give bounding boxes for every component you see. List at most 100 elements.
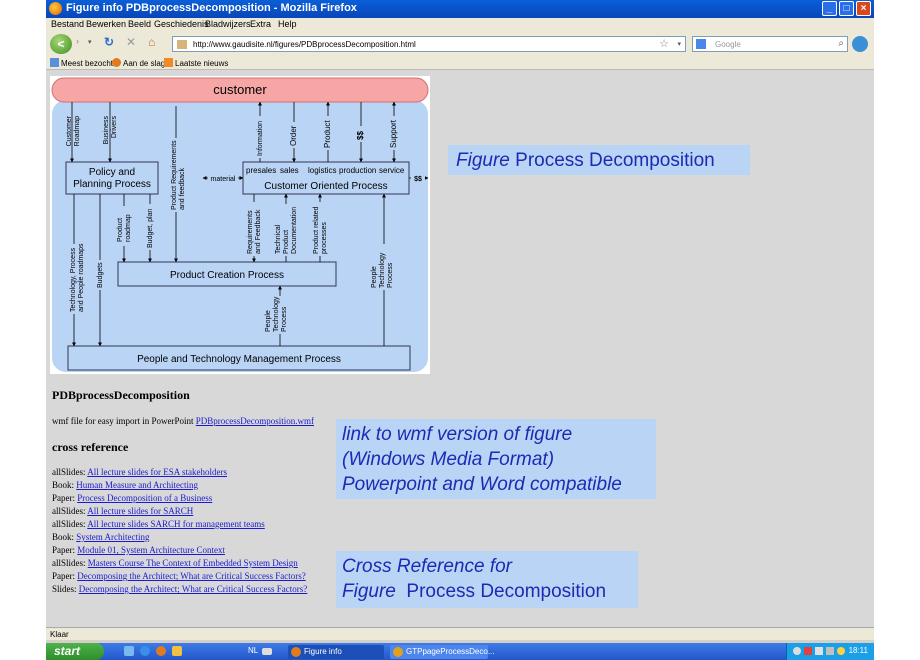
document-icon [393, 647, 403, 657]
label-ptp-right-2: Technology [379, 252, 386, 288]
figure-title-annotation: Figure Process Decomposition [448, 145, 750, 175]
label-budgets: Budgets [97, 262, 104, 288]
xref-note-2: Figure Process Decomposition [342, 581, 607, 602]
navigation-toolbar: < › ▾ ↻ ✕ ⌂ http://www.gaudisite.nl/figu… [46, 32, 874, 56]
menu-bewerken[interactable]: Bewerken [86, 19, 127, 29]
bookmark-getting-started[interactable]: Aan de slag [112, 58, 165, 68]
xref-link[interactable]: All lecture slides for ESA stakeholders [87, 467, 227, 477]
rss-icon [164, 58, 173, 67]
label-material: material [211, 176, 236, 183]
stop-icon[interactable]: ✕ [126, 35, 137, 49]
figure-title-rest: Process Decomposition [515, 150, 715, 171]
ptm-box [67, 345, 411, 371]
label-and-feedback: and feedback [179, 167, 186, 210]
label-budget-plan: Budget, plan [147, 209, 154, 248]
volume-icon[interactable] [826, 647, 834, 655]
home-icon[interactable]: ⌂ [148, 35, 156, 49]
xref-item: Paper: Process Decomposition of a Busine… [52, 493, 213, 503]
xref-link[interactable]: All lecture slides SARCH for management … [87, 519, 265, 529]
bookmark-icon [50, 58, 59, 67]
menu-geschiedenis[interactable]: Geschiedenis [154, 19, 209, 29]
xref-link[interactable]: Decomposing the Architect; What are Crit… [77, 571, 306, 581]
tray-icon[interactable] [793, 647, 801, 655]
bookmark-most-visited[interactable]: Meest bezocht [50, 58, 113, 68]
bookmark-latest-news[interactable]: Laatste nieuws [164, 58, 228, 68]
back-button[interactable]: < [50, 34, 72, 54]
status-text: Klaar [50, 630, 69, 639]
keyboard-icon[interactable] [262, 648, 272, 655]
ie-icon[interactable] [140, 646, 150, 656]
minimize-button[interactable]: _ [822, 1, 837, 16]
url-dropdown-icon[interactable]: ▾ [677, 41, 681, 48]
xref-link[interactable]: All lecture slides for SARCH [87, 506, 194, 516]
bookmark-star-icon[interactable]: ☆ [659, 38, 669, 50]
xref-link[interactable]: Module 01, System Architecture Context [77, 545, 225, 555]
address-bar[interactable]: http://www.gaudisite.nl/figures/PDBproce… [172, 36, 686, 52]
label-product-2: Product [283, 230, 290, 254]
firefox-icon [291, 647, 301, 657]
clock: 18:11 [848, 646, 868, 655]
label-ptp-mid-1: People [265, 310, 272, 332]
policy-label-2: Planning Process [73, 179, 151, 190]
bookmarks-toolbar: Meest bezocht Aan de slag Laatste nieuws [46, 56, 874, 70]
menu-help[interactable]: Help [278, 19, 297, 29]
label-product-roadmap-1: Product [117, 218, 124, 242]
page-content: customer Policy and Planning Process pre… [46, 70, 874, 627]
label-business: Business [103, 116, 110, 145]
wmf-note-2: (Windows Media Format) [342, 449, 555, 470]
policy-box [65, 161, 159, 195]
browser-window: Figure info PDBprocessDecomposition - Mo… [46, 0, 874, 660]
wmf-annotation: link to wmf version of figure (Windows M… [336, 419, 656, 499]
xref-link[interactable]: Decomposing the Architect; What are Crit… [78, 584, 308, 594]
reload-icon[interactable]: ↻ [104, 35, 115, 49]
maximize-button[interactable]: □ [839, 1, 854, 16]
start-button[interactable]: start [46, 643, 104, 660]
desktop-icon[interactable] [124, 646, 134, 656]
xref-item: allSlides: All lecture slides for SARCH [52, 506, 194, 516]
wmf-note-3: Powerpoint and Word compatible [342, 474, 622, 495]
label-tech-roadmaps-1: Technology, Process [70, 247, 77, 312]
search-placeholder: Google [715, 40, 741, 49]
label-processes: processes [321, 222, 328, 254]
menu-bladwijzers[interactable]: Bladwijzers [205, 19, 251, 29]
history-dropdown-icon[interactable]: ▾ [88, 39, 92, 46]
addon-icon[interactable] [852, 36, 868, 52]
search-icon[interactable]: ⌕ [838, 38, 844, 49]
xref-item: Book: System Architecting [52, 532, 150, 542]
forward-icon[interactable]: › [76, 36, 79, 46]
xref-item: allSlides: All lecture slides for ESA st… [52, 467, 227, 477]
search-input[interactable]: Google ⌕ [692, 36, 848, 52]
xref-note-1: Cross Reference for [342, 556, 513, 577]
url-text: http://www.gaudisite.nl/figures/PDBproce… [193, 40, 416, 49]
folder-icon[interactable] [172, 646, 182, 656]
menu-beeld[interactable]: Beeld [128, 19, 152, 29]
taskbar: start NL Figure info PDBproce... GTPpage… [46, 643, 874, 660]
xref-item: Slides: Decomposing the Architect; What … [52, 584, 308, 594]
xref-link[interactable]: Masters Course The Context of Embedded S… [87, 558, 298, 568]
xref-link[interactable]: System Architecting [76, 532, 150, 542]
label-requirements: Requirements [247, 210, 254, 254]
wmf-link[interactable]: PDBprocessDecomposition.wmf [195, 416, 314, 426]
label-technical: Technical [275, 224, 282, 254]
label-tech-roadmaps-2: and People roadmaps [78, 243, 85, 312]
language-indicator[interactable]: NL [248, 646, 259, 655]
xref-link[interactable]: Process Decomposition of a Business [77, 493, 213, 503]
taskbar-item-gtp[interactable]: GTPpageProcessDeco... [390, 645, 494, 659]
menu-bar: Bestand Bewerken Beeld Geschiedenis Blad… [46, 18, 874, 32]
xref-link[interactable]: Human Measure and Architecting [76, 480, 198, 490]
label-product-roadmap-2: roadmap [125, 214, 132, 242]
google-icon [696, 39, 706, 49]
taskbar-item-firefox[interactable]: Figure info PDBproce... [288, 645, 384, 659]
menu-extra[interactable]: Extra [250, 19, 272, 29]
system-tray: 18:11 [786, 643, 874, 660]
tray-icon[interactable] [837, 647, 845, 655]
close-button[interactable]: × [856, 1, 871, 16]
tray-icon[interactable] [804, 647, 812, 655]
menu-bestand[interactable]: Bestand [51, 19, 85, 29]
cop-part-production: production [339, 166, 376, 175]
network-icon[interactable] [815, 647, 823, 655]
process-decomposition-figure: customer Policy and Planning Process pre… [50, 76, 430, 374]
label-drivers: Drivers [111, 116, 118, 139]
firefox-quicklaunch-icon[interactable] [156, 646, 166, 656]
label-ptp-right-3: Process [387, 262, 394, 288]
